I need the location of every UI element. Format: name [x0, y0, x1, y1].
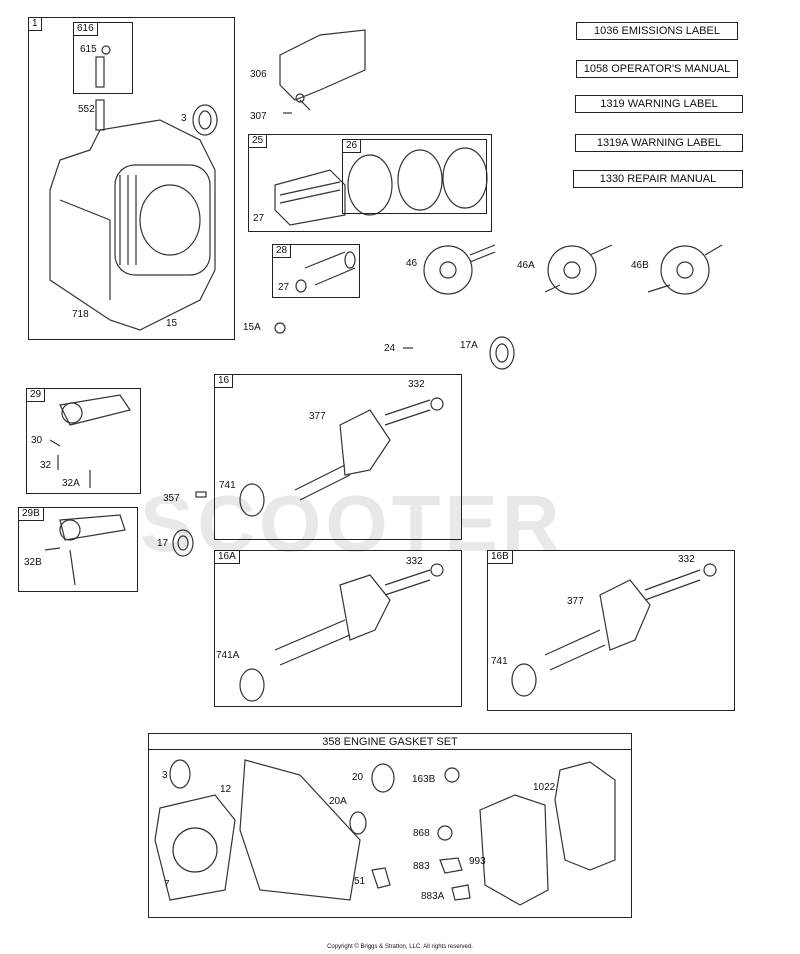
callout-552[interactable]: 552 [78, 104, 95, 115]
key-drawing [195, 491, 207, 498]
callout-163b[interactable]: 163B [412, 774, 436, 785]
callout-332-16[interactable]: 332 [408, 379, 425, 390]
callout-883a[interactable]: 883A [421, 891, 445, 902]
callout-307[interactable]: 307 [250, 111, 267, 122]
piston-pin-drawing [304, 251, 356, 286]
callout-306[interactable]: 306 [250, 69, 267, 80]
doc-1058-operators-manual[interactable]: 1058 OPERATOR'S MANUAL [576, 60, 738, 78]
callout-17a[interactable]: 17A [460, 340, 478, 351]
crankshaft-16b-drawing [511, 563, 717, 697]
group-box-16a [214, 550, 462, 707]
crankshaft-16-drawing [239, 397, 444, 517]
copyright-notice: Copyright © Briggs & Stratton, LLC. All … [327, 944, 473, 950]
group-box-25 [248, 134, 492, 232]
head-bolt-drawing [95, 45, 111, 131]
group-box-1 [28, 17, 235, 340]
callout-15[interactable]: 15 [166, 318, 178, 329]
group-tag-16[interactable]: 16 [214, 374, 234, 388]
group-box-26 [342, 139, 487, 214]
engine-block-drawing [49, 119, 216, 331]
connecting-rod-drawing [44, 394, 131, 586]
group-box-16b [487, 550, 735, 711]
group-box-16 [214, 374, 462, 540]
callout-718[interactable]: 718 [72, 309, 89, 320]
screw-drawing [274, 322, 286, 334]
callout-883[interactable]: 883 [413, 861, 430, 872]
callout-7[interactable]: 7 [164, 879, 170, 890]
callout-741-16b[interactable]: 741 [491, 656, 508, 667]
callout-993[interactable]: 993 [469, 856, 486, 867]
callout-46[interactable]: 46 [406, 258, 418, 269]
callout-46a[interactable]: 46A [517, 260, 535, 271]
bearing-drawing [489, 336, 515, 370]
bearing-17-drawing [172, 529, 194, 557]
group-tag-25[interactable]: 25 [248, 134, 268, 148]
callout-332-16a[interactable]: 332 [406, 556, 423, 567]
ring-drawing [347, 154, 393, 216]
gasket-set-title[interactable]: 358 ENGINE GASKET SET [322, 736, 458, 748]
callout-27-piston[interactable]: 27 [253, 213, 265, 224]
callout-32a[interactable]: 32A [62, 478, 80, 489]
callout-20[interactable]: 20 [352, 772, 364, 783]
callout-20a[interactable]: 20A [329, 796, 347, 807]
group-box-29 [26, 388, 141, 494]
gasket-set-title-bar [148, 733, 632, 750]
group-tag-26[interactable]: 26 [342, 139, 362, 153]
callout-377-16[interactable]: 377 [309, 411, 326, 422]
group-box-29b [18, 507, 138, 592]
crankshaft-16a-drawing [239, 563, 444, 702]
callout-51[interactable]: 51 [354, 876, 366, 887]
callout-24[interactable]: 24 [384, 343, 396, 354]
group-tag-616[interactable]: 616 [73, 22, 98, 36]
oil-seal-drawing [192, 104, 218, 136]
callout-377-16b[interactable]: 377 [567, 596, 584, 607]
callout-3[interactable]: 3 [181, 113, 187, 124]
callout-332-16b[interactable]: 332 [678, 554, 695, 565]
callout-1022[interactable]: 1022 [533, 782, 556, 793]
doc-1319-warning-label[interactable]: 1319 WARNING LABEL [575, 95, 743, 113]
callout-868[interactable]: 868 [413, 828, 430, 839]
callout-741-16[interactable]: 741 [219, 480, 236, 491]
callout-32b[interactable]: 32B [24, 557, 42, 568]
camshaft-drawing [423, 244, 723, 295]
callout-17[interactable]: 17 [157, 538, 169, 549]
callout-15a[interactable]: 15A [243, 322, 261, 333]
group-box-28 [272, 244, 360, 298]
doc-1319a-warning-label[interactable]: 1319A WARNING LABEL [575, 134, 743, 152]
air-guide-drawing [279, 29, 366, 101]
group-box-616 [73, 22, 133, 94]
doc-1036-emissions-label[interactable]: 1036 EMISSIONS LABEL [576, 22, 738, 40]
group-tag-29[interactable]: 29 [26, 388, 46, 402]
gasket-drawings [154, 759, 616, 906]
group-tag-28[interactable]: 28 [272, 244, 292, 258]
callout-46b[interactable]: 46B [631, 260, 649, 271]
group-tag-16b[interactable]: 16B [487, 550, 513, 564]
group-tag-29b[interactable]: 29B [18, 507, 44, 521]
doc-1330-repair-manual[interactable]: 1330 REPAIR MANUAL [573, 170, 743, 188]
callout-27-pin[interactable]: 27 [278, 282, 290, 293]
group-tag-1[interactable]: 1 [28, 17, 42, 31]
callout-3-gasket[interactable]: 3 [162, 770, 168, 781]
callout-615[interactable]: 615 [80, 44, 97, 55]
callout-32[interactable]: 32 [40, 460, 52, 471]
group-tag-16a[interactable]: 16A [214, 550, 240, 564]
callout-12[interactable]: 12 [220, 784, 232, 795]
callout-741a[interactable]: 741A [216, 650, 240, 661]
gasket-set-box [148, 733, 632, 918]
callout-357[interactable]: 357 [163, 493, 180, 504]
piston-drawing [274, 169, 346, 226]
callout-30[interactable]: 30 [31, 435, 43, 446]
